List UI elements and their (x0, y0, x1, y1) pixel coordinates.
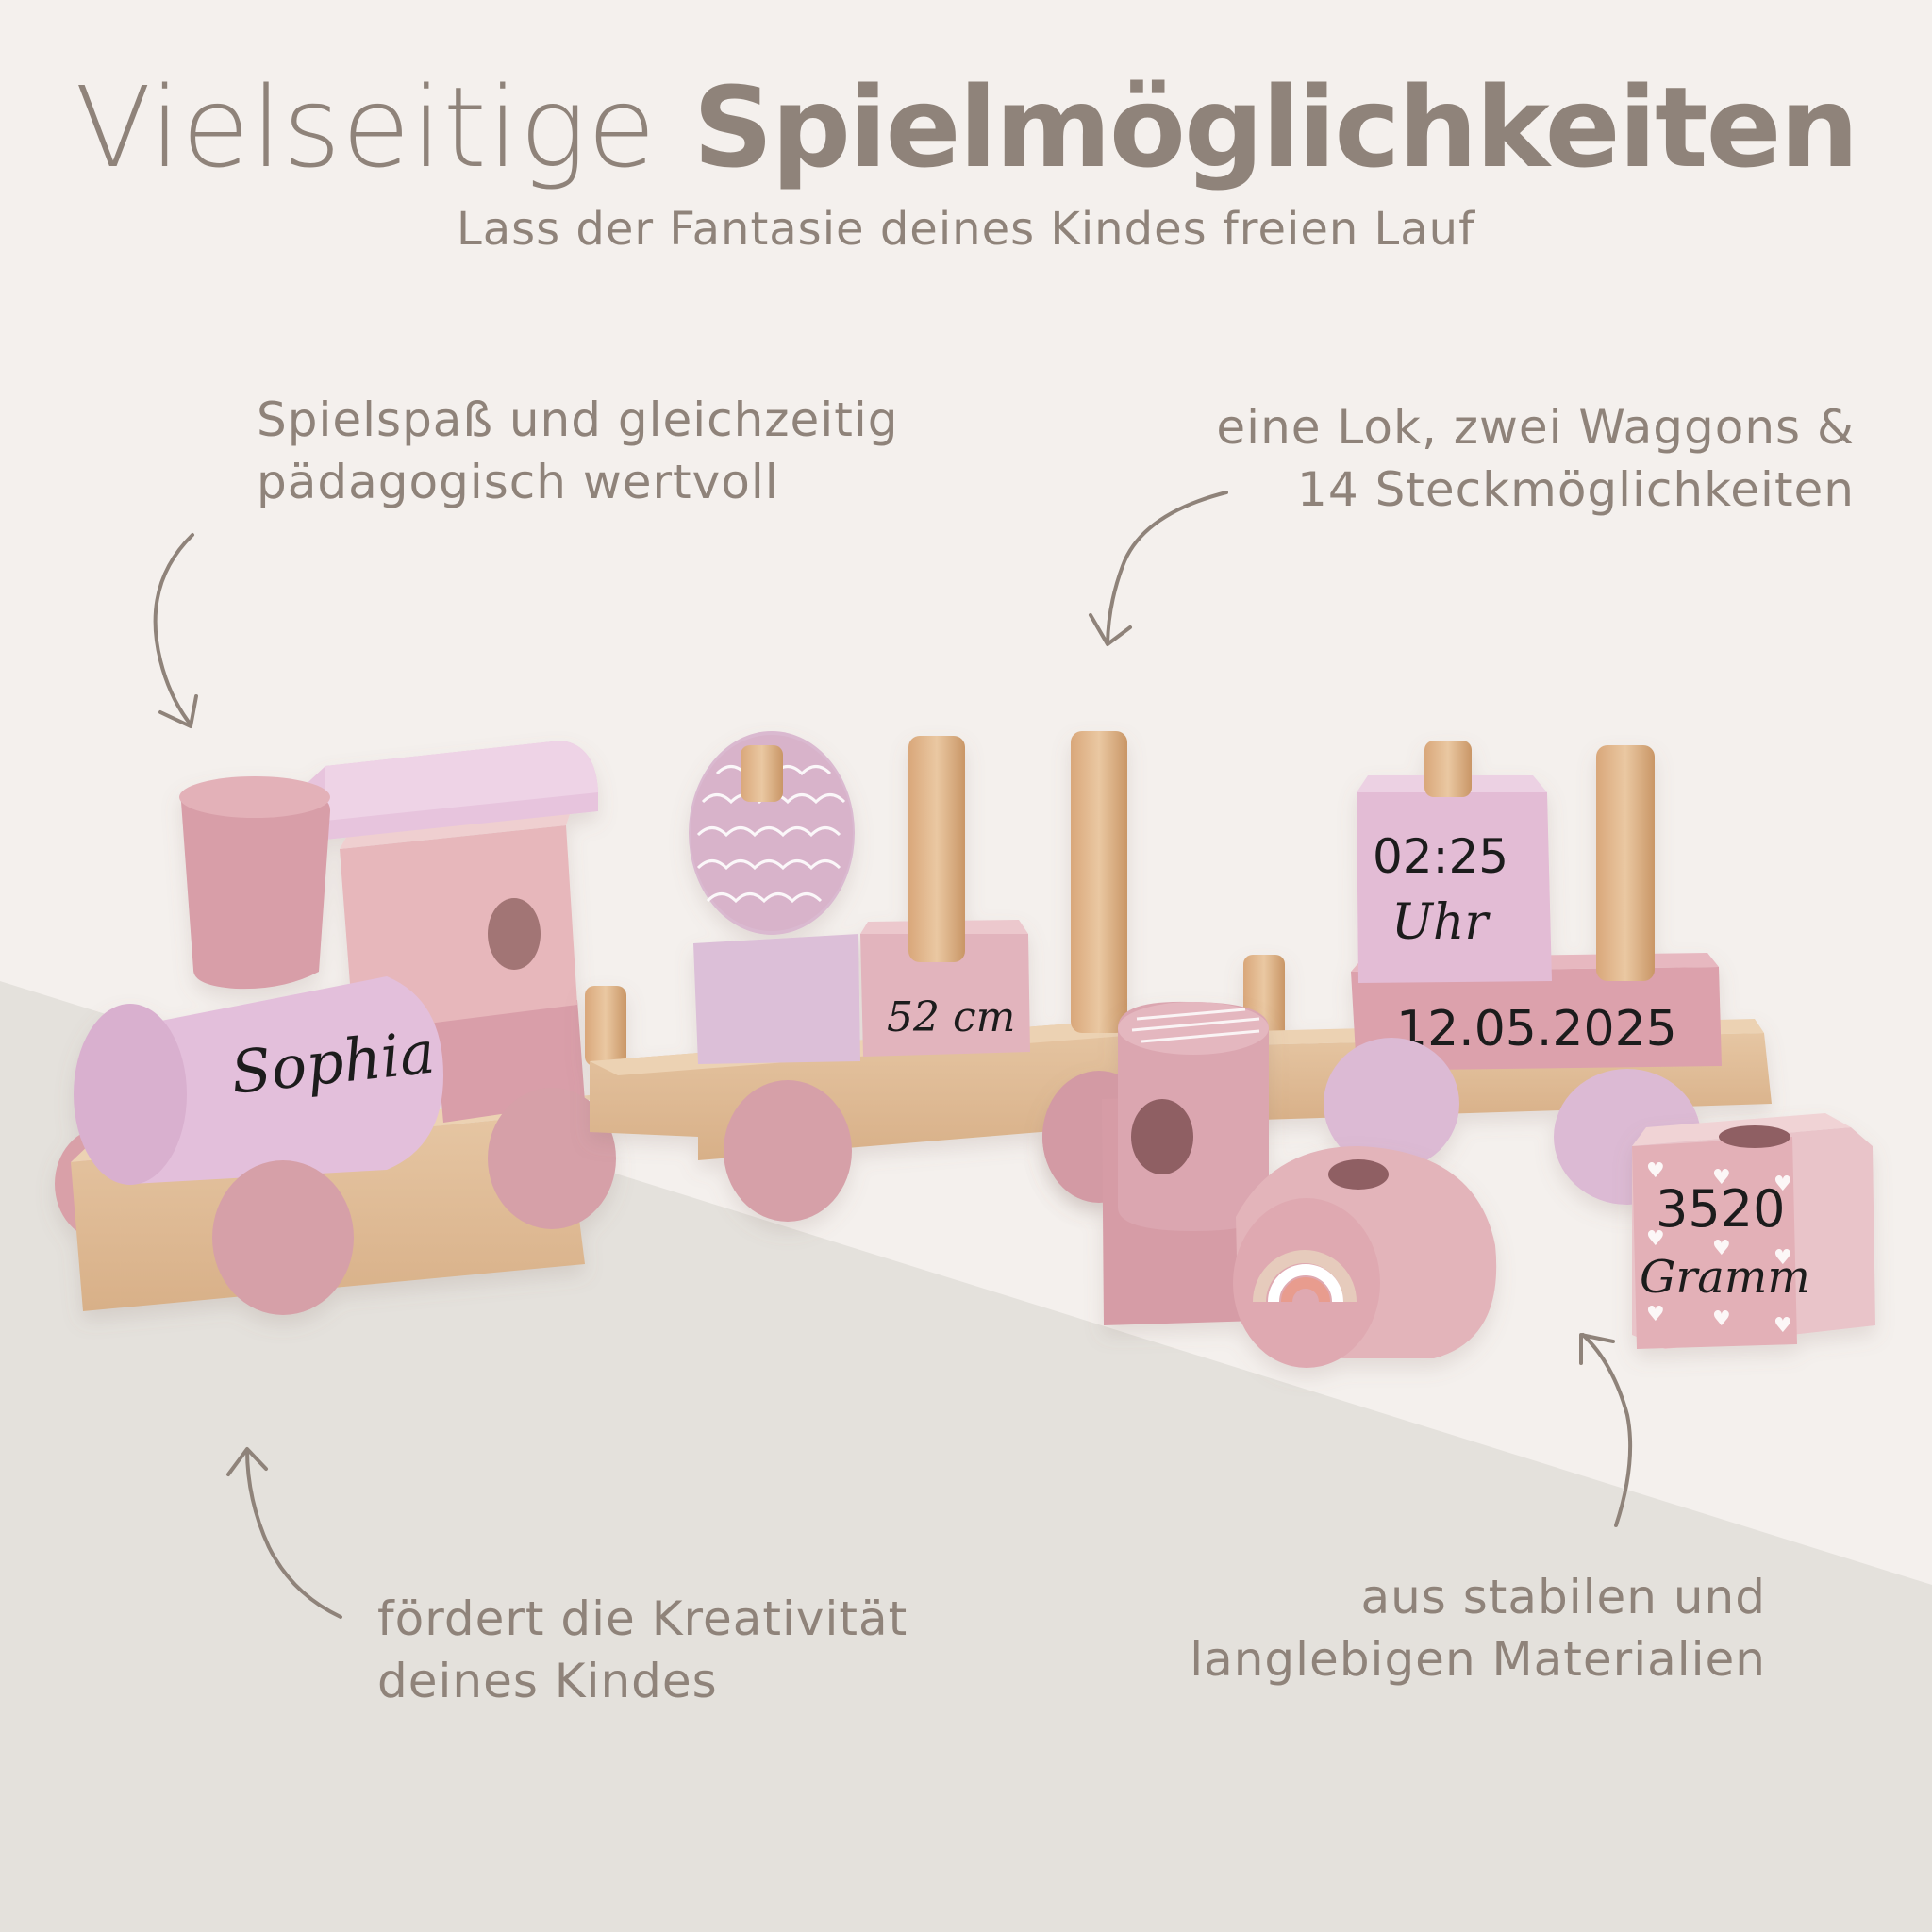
weight-unit-engraving: Gramm (1640, 1251, 1810, 1304)
weight-engraving: 3520 (1656, 1179, 1785, 1239)
callout-line: Spielspaß und gleichzeitig (257, 392, 899, 447)
callout-materials: aus stabilen und langlebigen Materialien (1190, 1566, 1766, 1690)
svg-text:♥: ♥ (1774, 1314, 1792, 1338)
loose-blocks: ♥ ♥ ♥ ♥ ♥ ♥ ♥ ♥ ♥ 3520 Gramm (1042, 1001, 1875, 1368)
page-title: Vielseitige Spielmöglichkeiten (0, 57, 1932, 198)
callout-line: aus stabilen und (1360, 1570, 1766, 1624)
title-light: Vielseitige (75, 62, 658, 192)
callout-line: fördert die Kreativität (377, 1591, 908, 1646)
callout-line: langlebigen Materialien (1190, 1632, 1766, 1687)
time-engraving: 02:25 (1373, 829, 1508, 884)
svg-text:♥: ♥ (1712, 1237, 1731, 1260)
callout-line: pädagogisch wertvoll (257, 455, 779, 509)
page-subtitle: Lass der Fantasie deines Kindes freien L… (456, 203, 1475, 256)
svg-text:♥: ♥ (1712, 1166, 1731, 1190)
callout-line: 14 Steckmöglichkeiten (1297, 462, 1855, 517)
svg-text:♥: ♥ (1646, 1159, 1665, 1183)
wagon-one: 52 cm (585, 731, 1160, 1222)
callout-components: eine Lok, zwei Waggons & 14 Steckmöglich… (1216, 396, 1855, 521)
title-bold: Spielmöglichkeiten (692, 62, 1859, 192)
callout-line: deines Kindes (377, 1654, 718, 1708)
wagon-two: 12.05.2025 02:25 Uhr (1160, 741, 1772, 1205)
locomotive: Sophia (55, 741, 616, 1315)
length-engraving: 52 cm (887, 993, 1015, 1041)
date-engraving: 12.05.2025 (1396, 1001, 1677, 1058)
callout-educational: Spielspaß und gleichzeitig pädagogisch w… (257, 389, 898, 513)
time-unit-engraving: Uhr (1391, 894, 1491, 951)
svg-text:♥: ♥ (1646, 1227, 1665, 1251)
svg-text:♥: ♥ (1646, 1303, 1665, 1326)
svg-text:♥: ♥ (1774, 1246, 1792, 1270)
svg-text:♥: ♥ (1712, 1307, 1731, 1331)
callout-creativity: fördert die Kreativität deines Kindes (377, 1588, 908, 1712)
svg-text:♥: ♥ (1774, 1173, 1792, 1196)
callout-line: eine Lok, zwei Waggons & (1216, 400, 1855, 455)
